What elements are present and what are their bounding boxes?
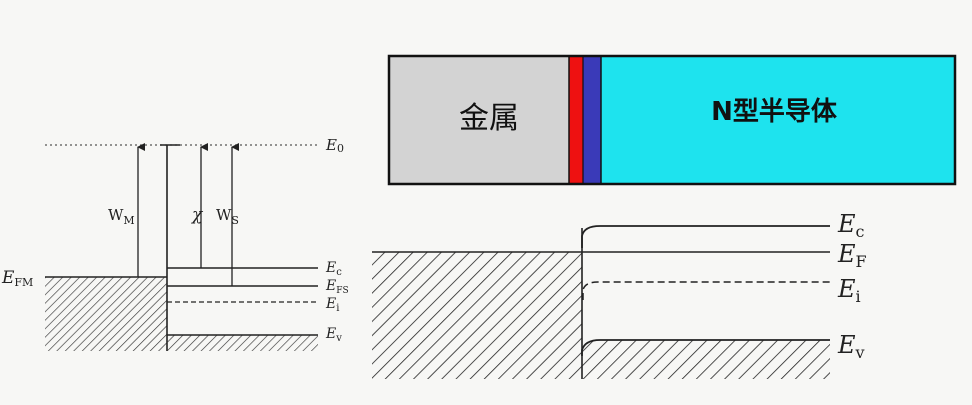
label-ec-left: Ec [325, 260, 342, 278]
label-ev-left: Ev [325, 326, 342, 344]
metal-region [389, 56, 569, 184]
right-label-ei: Ei [837, 275, 861, 306]
right-intrinsic-level [582, 281, 830, 300]
label-chi: χ [191, 205, 204, 225]
left-band-diagram: E0 WM χ WS EFM Ec EFS Ei Ev [1, 136, 349, 351]
label-ws: WS [216, 206, 239, 227]
metal-filled-states [45, 277, 167, 351]
blue-layer [583, 56, 601, 184]
junction-bar-border [387, 54, 957, 186]
right-band-diagram: Ec EF Ei Ev [372, 210, 867, 379]
semiconductor-label: N型半导体 [711, 97, 838, 127]
label-wm: WM [108, 206, 135, 227]
right-label-ec: Ec [837, 210, 865, 241]
right-label-ef: EF [837, 240, 867, 271]
semiconductor-region [601, 56, 955, 184]
metal-label: 金属 [459, 101, 519, 136]
red-layer [569, 56, 583, 184]
right-conduction-band [581, 225, 830, 248]
right-valence-filled-states [582, 340, 830, 379]
label-e0: E0 [325, 136, 344, 155]
right-metal-filled-states [372, 252, 582, 379]
label-efm: EFM [1, 268, 33, 289]
label-efs: EFS [325, 278, 349, 296]
label-ei-left: Ei [325, 296, 339, 314]
sc-valence-filled-states [167, 335, 318, 351]
right-valence-band [581, 339, 830, 356]
right-label-ev: Ev [837, 331, 865, 362]
junction-bar: 金属 N型半导体 [387, 54, 957, 186]
